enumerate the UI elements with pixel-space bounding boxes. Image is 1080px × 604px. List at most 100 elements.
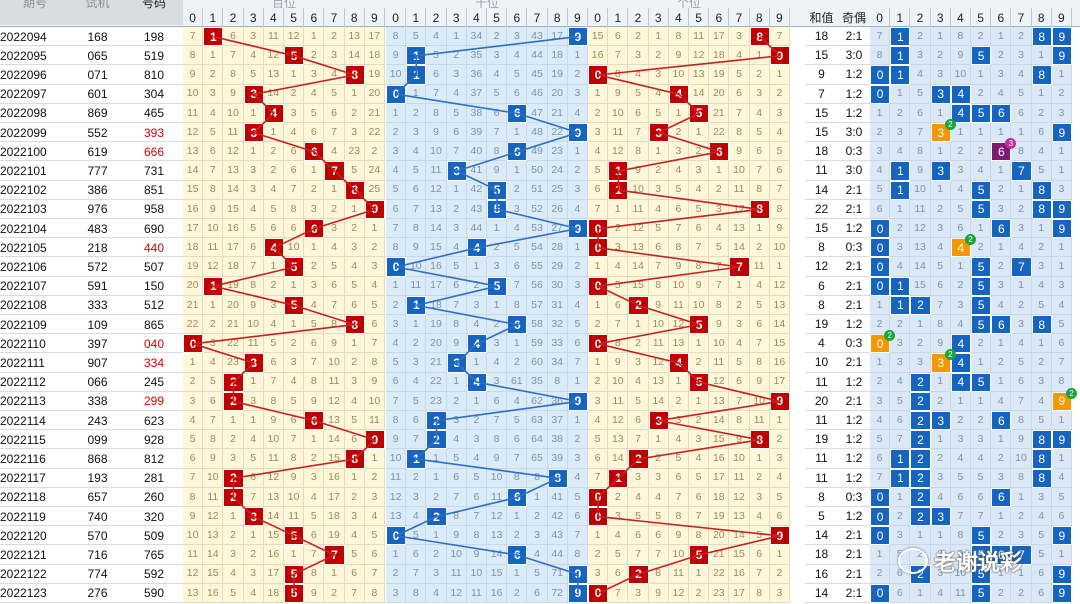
hun-miss-cell: 3: [203, 84, 224, 104]
uni-miss-cell: 14: [628, 257, 649, 277]
ten-miss-cell: 4: [507, 46, 528, 66]
hun-miss-cell: 7: [203, 161, 224, 181]
uni-miss-cell: 2: [588, 372, 609, 392]
dist-miss-cell: 4: [950, 449, 971, 469]
hun-miss-cell: 9: [223, 84, 244, 104]
uni-hit-cell: 1: [608, 161, 629, 181]
dist-miss-cell: 1: [930, 180, 951, 200]
uni-miss-cell: 6: [608, 295, 629, 315]
header-digit: 6: [709, 8, 730, 27]
ten-miss-cell: 2: [446, 391, 467, 411]
hun-hit-cell: 9: [364, 199, 385, 219]
uni-miss-cell: 8: [689, 257, 710, 277]
dist-miss-cell: 2: [870, 372, 891, 392]
table-row: [0, 392, 183, 411]
dist-hit-cell: 3: [930, 161, 951, 181]
dist-hit-cell: 6: [991, 103, 1012, 123]
hun-miss-cell: 16: [203, 583, 224, 603]
ten-miss-cell: 17: [426, 276, 447, 296]
hun-miss-cell: 3: [243, 27, 264, 47]
dist-miss-cell: 1: [890, 487, 911, 507]
hun-miss-cell: 4: [284, 123, 305, 143]
ten-miss-cell: 8: [527, 468, 548, 488]
hun-miss-cell: 6: [243, 238, 264, 258]
hun-miss-cell: 7: [364, 334, 385, 354]
ten-miss-cell: 8: [446, 507, 467, 527]
table-row: [0, 123, 183, 143]
ten-miss-cell: 8: [547, 372, 568, 392]
dist-miss-cell: 5: [930, 257, 951, 277]
hun-miss-cell: 7: [364, 564, 385, 584]
uni-hit-cell: 5: [689, 103, 710, 123]
draw-cell: 869: [87, 106, 108, 121]
hun-miss-cell: 18: [324, 507, 345, 527]
sum-cell: 10: [805, 353, 838, 373]
hun-miss-cell: 12: [203, 507, 224, 527]
ten-miss-cell: 5: [446, 257, 467, 277]
uni-hit-cell: 2: [628, 449, 649, 469]
dist-miss-cell: 1: [1011, 180, 1032, 200]
table-row: [0, 104, 183, 123]
uni-miss-cell: 5: [668, 449, 689, 469]
uni-miss-cell: 12: [608, 142, 629, 162]
hun-miss-cell: 13: [223, 161, 244, 181]
ten-miss-cell: 26: [547, 199, 568, 219]
uni-hit-cell: 0: [588, 334, 609, 354]
hun-miss-cell: 6: [344, 295, 365, 315]
hun-miss-cell: 1: [243, 103, 264, 123]
ten-miss-cell: 10: [406, 257, 427, 277]
ten-miss-cell: 6: [426, 65, 447, 85]
dist-miss-cell: 5: [890, 391, 911, 411]
table-row: [0, 545, 183, 565]
dist-miss-cell: 6: [971, 487, 992, 507]
hun-miss-cell: 22: [223, 334, 244, 354]
dist-miss-cell: 2: [910, 334, 931, 354]
dist-hit-cell: 4: [950, 103, 971, 123]
sum-cell: 9: [805, 65, 838, 85]
dist-hit-cell: 8: [1031, 199, 1052, 219]
hun-hit-cell: 2: [223, 372, 244, 392]
ten-miss-cell: 63: [527, 411, 548, 431]
hun-miss-cell: 1: [304, 430, 325, 450]
dist-miss-cell: 5: [1011, 353, 1032, 373]
dist-hit-cell: 4: [950, 372, 971, 392]
dist-hit-cell: 0: [870, 276, 891, 296]
uni-miss-cell: 1: [648, 142, 669, 162]
sum-cell: 7: [805, 84, 838, 104]
uni-miss-cell: 1: [749, 449, 770, 469]
ten-miss-cell: 3: [386, 315, 407, 335]
hun-miss-cell: 2: [304, 449, 325, 469]
uni-miss-cell: 2: [689, 583, 710, 603]
uni-miss-cell: 4: [769, 468, 790, 488]
header-digit: 4: [264, 8, 284, 27]
hun-miss-cell: 13: [203, 526, 224, 546]
period-cell: 2022119: [0, 509, 46, 524]
ten-miss-cell: 9: [446, 334, 467, 354]
ten-hit-cell: 2: [426, 507, 447, 527]
dist-miss-cell: 4: [991, 84, 1012, 104]
dist-miss-cell: 2: [991, 353, 1012, 373]
uni-hit-cell: 4: [668, 353, 689, 373]
hun-hit-cell: 8: [344, 449, 365, 469]
dist-hit-cell: 1: [890, 468, 911, 488]
hun-miss-cell: 6: [243, 468, 264, 488]
dist-miss-cell: 2: [991, 257, 1012, 277]
dist-miss-cell: 1: [950, 391, 971, 411]
hun-miss-cell: 4: [284, 372, 305, 392]
ten-miss-cell: 5: [487, 84, 508, 104]
uni-miss-cell: 2: [769, 564, 790, 584]
dist-miss-cell: 6: [910, 103, 931, 123]
uni-miss-cell: 6: [769, 161, 790, 181]
hun-miss-cell: 7: [304, 353, 325, 373]
hun-miss-cell: 3: [324, 219, 345, 239]
hun-miss-cell: 10: [284, 238, 305, 258]
dist-miss-cell: 6: [1051, 334, 1072, 354]
uni-miss-cell: 3: [648, 65, 669, 85]
ten-miss-cell: 2: [507, 526, 528, 546]
period-cell: 2022097: [0, 87, 47, 102]
uni-miss-cell: 2: [749, 238, 770, 258]
uni-miss-cell: 1: [689, 564, 710, 584]
ten-miss-cell: 7: [406, 564, 427, 584]
uni-miss-cell: 9: [668, 46, 689, 66]
hun-miss-cell: 13: [324, 411, 345, 431]
